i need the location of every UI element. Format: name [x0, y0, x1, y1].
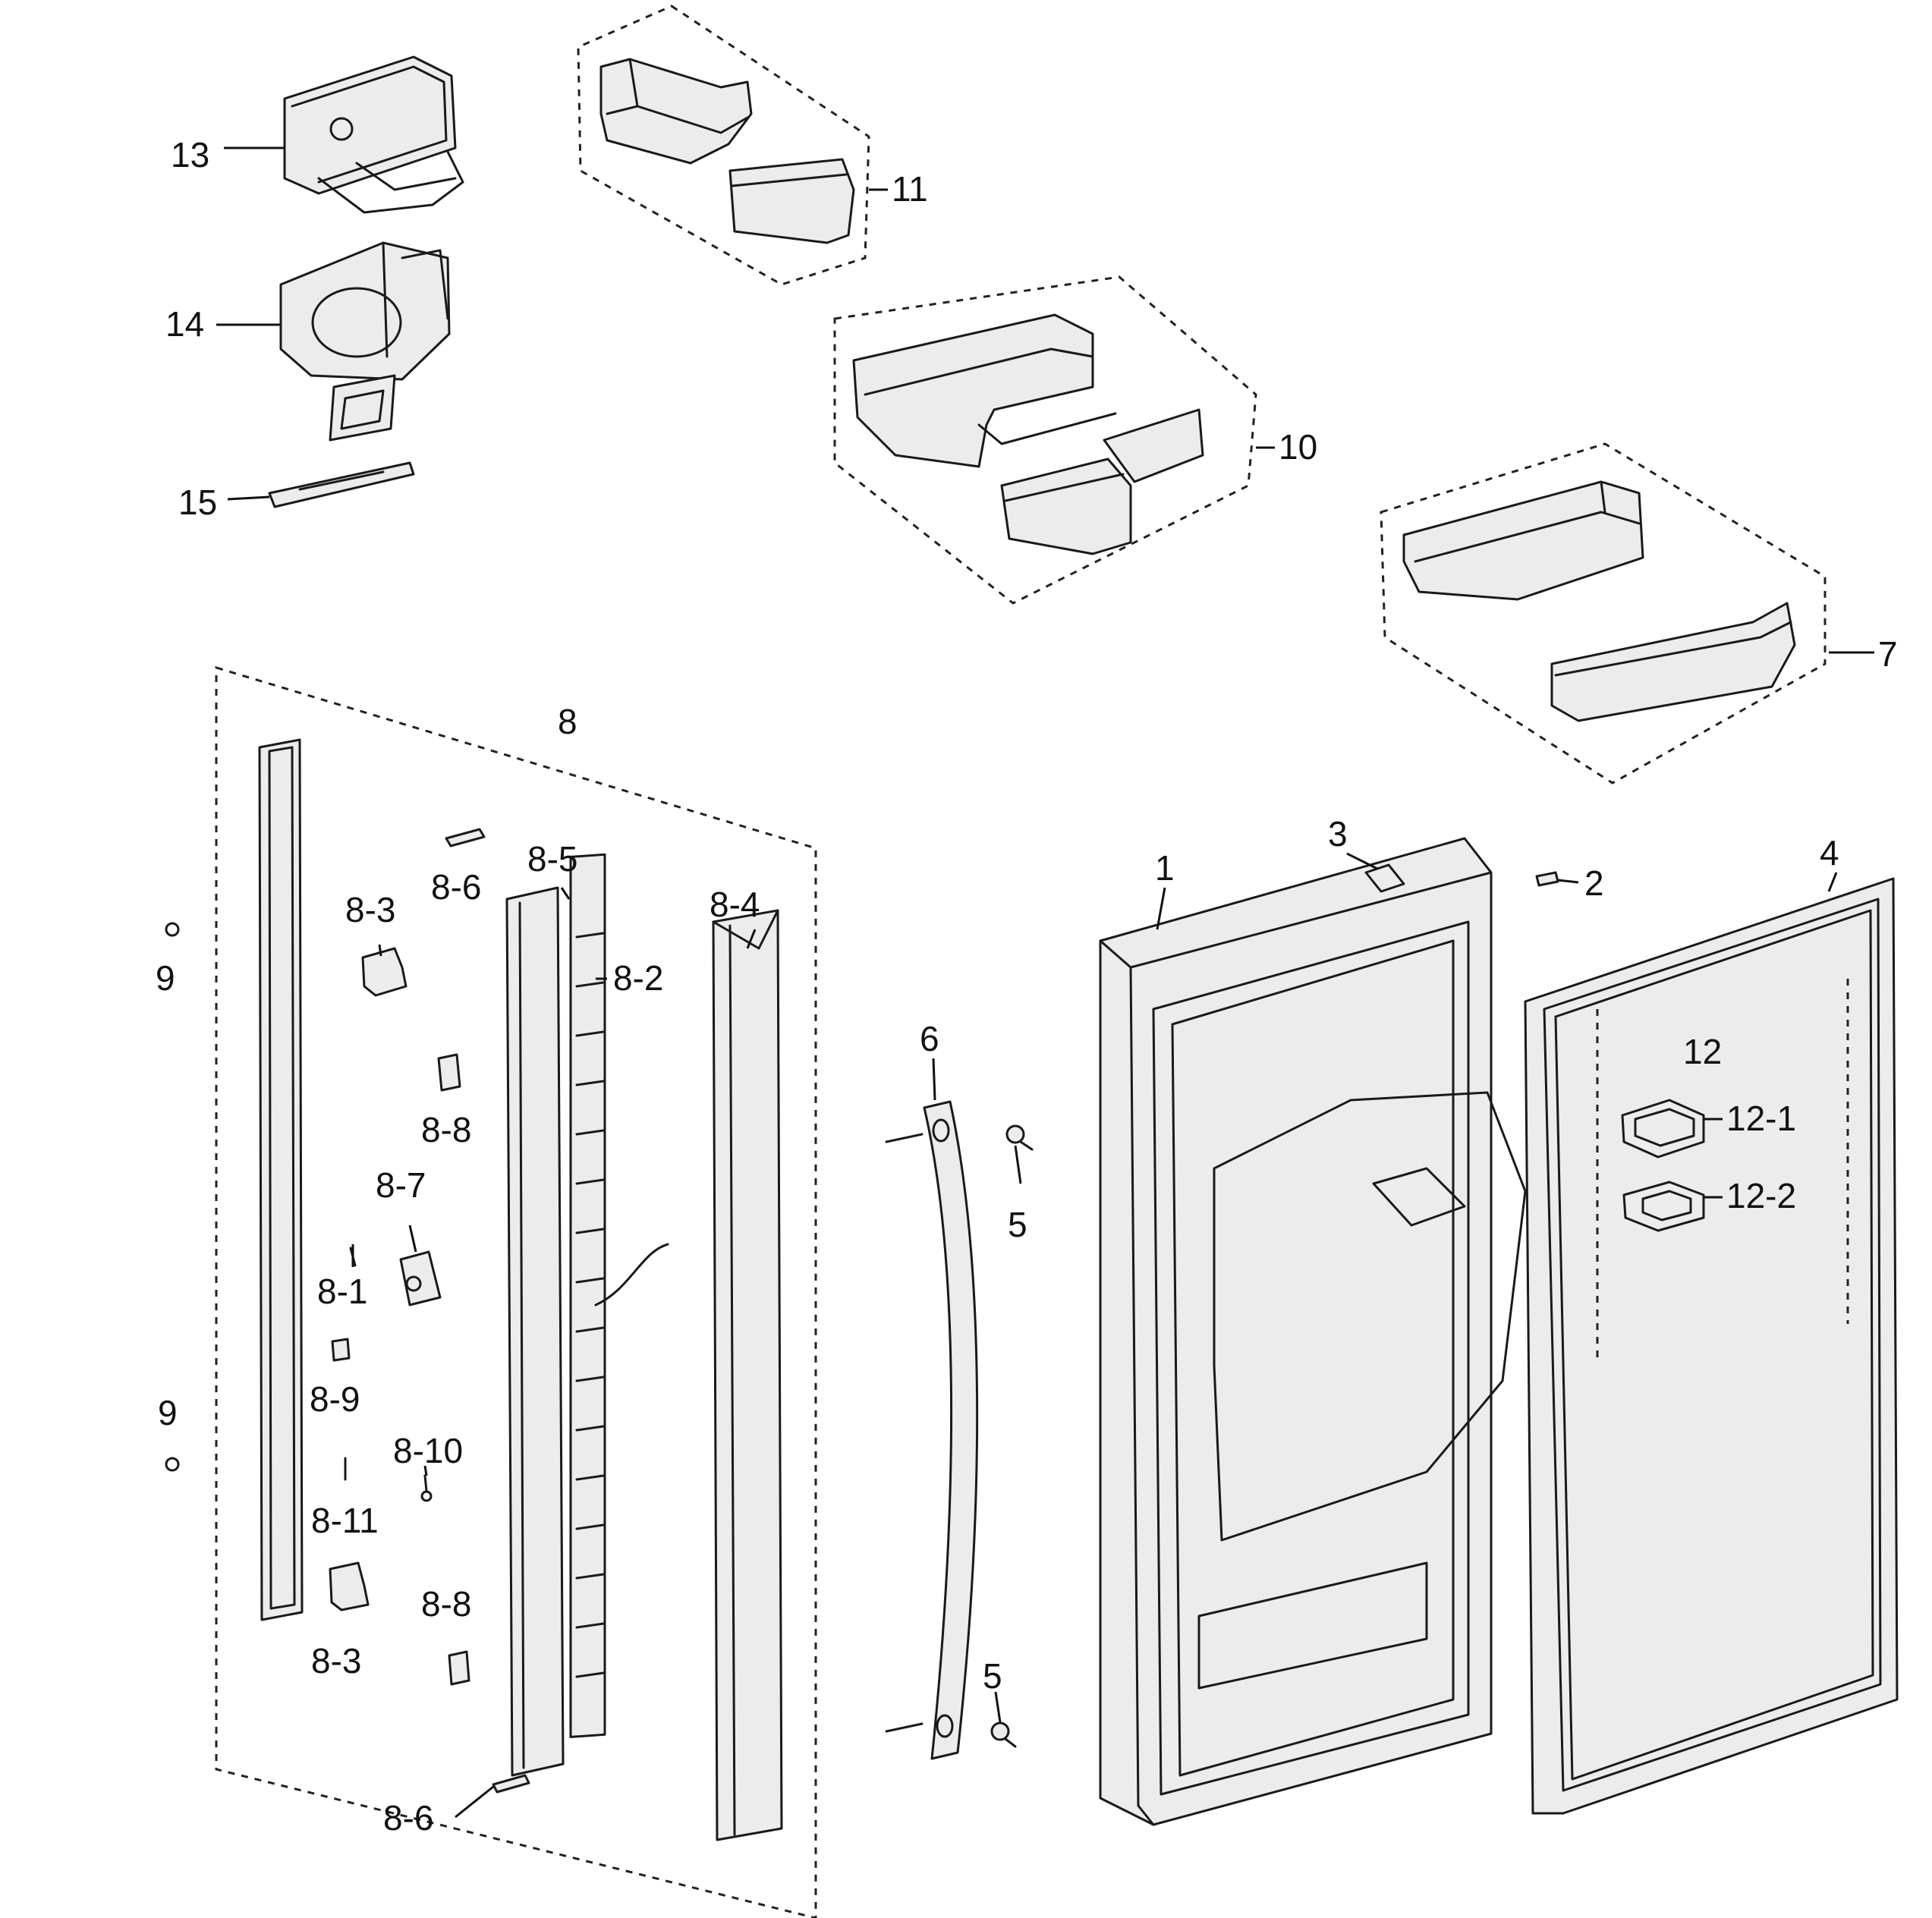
label-8-9: 8-9	[310, 1379, 360, 1419]
group-box-8	[215, 665, 817, 1918]
part-8-9-block	[331, 1338, 351, 1362]
callout-labels: 13 14 15 11 10 7 8 8-6 8-5 8-3 8-4 8-2 9…	[156, 135, 1898, 1838]
label-8-6-top: 8-6	[431, 867, 481, 907]
label-8-10: 8-10	[393, 1431, 463, 1470]
part-8-6-top-clip	[445, 828, 486, 847]
part-8-3-bottom-hinge	[329, 1561, 370, 1611]
label-5-bottom: 5	[983, 1656, 1002, 1696]
label-5-top: 5	[1008, 1205, 1027, 1244]
part-8-6-bottom-clip	[492, 1774, 530, 1794]
label-8-7: 8-7	[376, 1165, 426, 1205]
part-9-screw-top	[165, 922, 180, 937]
label-2: 2	[1584, 863, 1604, 903]
part-long-trim-left	[258, 738, 304, 1621]
label-10: 10	[1279, 427, 1317, 467]
part-8-2-vent-strip	[569, 853, 669, 1738]
part-11-door-bins	[599, 58, 855, 244]
label-8-1: 8-1	[317, 1272, 367, 1311]
label-12-1: 12-1	[1726, 1099, 1796, 1138]
part-4-door-gasket	[1524, 877, 1899, 1815]
part-5-screw-bottom	[990, 1721, 1017, 1748]
part-8-3-top-hinge	[361, 947, 407, 997]
part-12-1-ring	[1621, 1099, 1705, 1159]
part-3-hinge-cap	[1364, 863, 1405, 893]
part-8-8-bottom-block	[448, 1650, 470, 1686]
label-8: 8	[558, 702, 577, 741]
label-6: 6	[920, 1019, 939, 1058]
label-14: 14	[165, 304, 204, 344]
label-8-5: 8-5	[527, 839, 577, 879]
group-box-7	[1380, 442, 1827, 784]
label-8-8-bottom: 8-8	[421, 1584, 471, 1624]
part-8-8-top-block	[437, 1053, 461, 1092]
label-4: 4	[1820, 833, 1839, 873]
leader-lines	[216, 146, 1874, 1819]
part-2-plug	[1535, 871, 1559, 887]
part-15-strip	[268, 461, 415, 508]
label-1: 1	[1155, 848, 1175, 888]
label-7: 7	[1878, 634, 1898, 674]
part-12-guide-marks	[1596, 979, 1849, 1362]
part-6-door-handle	[885, 1100, 979, 1760]
label-12: 12	[1683, 1032, 1722, 1071]
part-1-refrigerator-door	[1099, 837, 1527, 1826]
label-8-3-top: 8-3	[345, 890, 395, 929]
part-8-5-trim	[505, 886, 565, 1777]
label-9-bottom: 9	[158, 1393, 178, 1432]
part-9-screw-bottom	[165, 1457, 180, 1472]
part-12-2-ring	[1622, 1181, 1705, 1232]
label-13: 13	[171, 135, 209, 175]
group-box-11	[577, 5, 870, 286]
part-8-10-clip	[420, 1474, 433, 1502]
label-3: 3	[1328, 814, 1348, 854]
part-13-dispenser-housing	[283, 55, 464, 214]
label-8-6-bottom: 8-6	[383, 1798, 433, 1838]
label-12-2: 12-2	[1726, 1176, 1796, 1215]
label-8-3-bottom: 8-3	[311, 1641, 361, 1681]
label-8-8-top: 8-8	[421, 1110, 471, 1149]
part-8-7-bracket	[399, 1250, 442, 1306]
label-11: 11	[892, 169, 928, 209]
label-8-11: 8-11	[311, 1501, 379, 1540]
part-14-ice-chute-assembly	[279, 241, 451, 442]
label-15: 15	[178, 483, 217, 522]
label-8-4: 8-4	[710, 885, 760, 924]
part-10-door-bins	[852, 313, 1204, 555]
group-box-10	[833, 275, 1257, 605]
label-8-2: 8-2	[613, 958, 663, 998]
part-8-4-trim	[712, 909, 783, 1841]
part-5-screw-top	[1005, 1124, 1034, 1151]
label-9-top: 9	[156, 958, 175, 998]
part-7-door-bins	[1402, 480, 1796, 722]
